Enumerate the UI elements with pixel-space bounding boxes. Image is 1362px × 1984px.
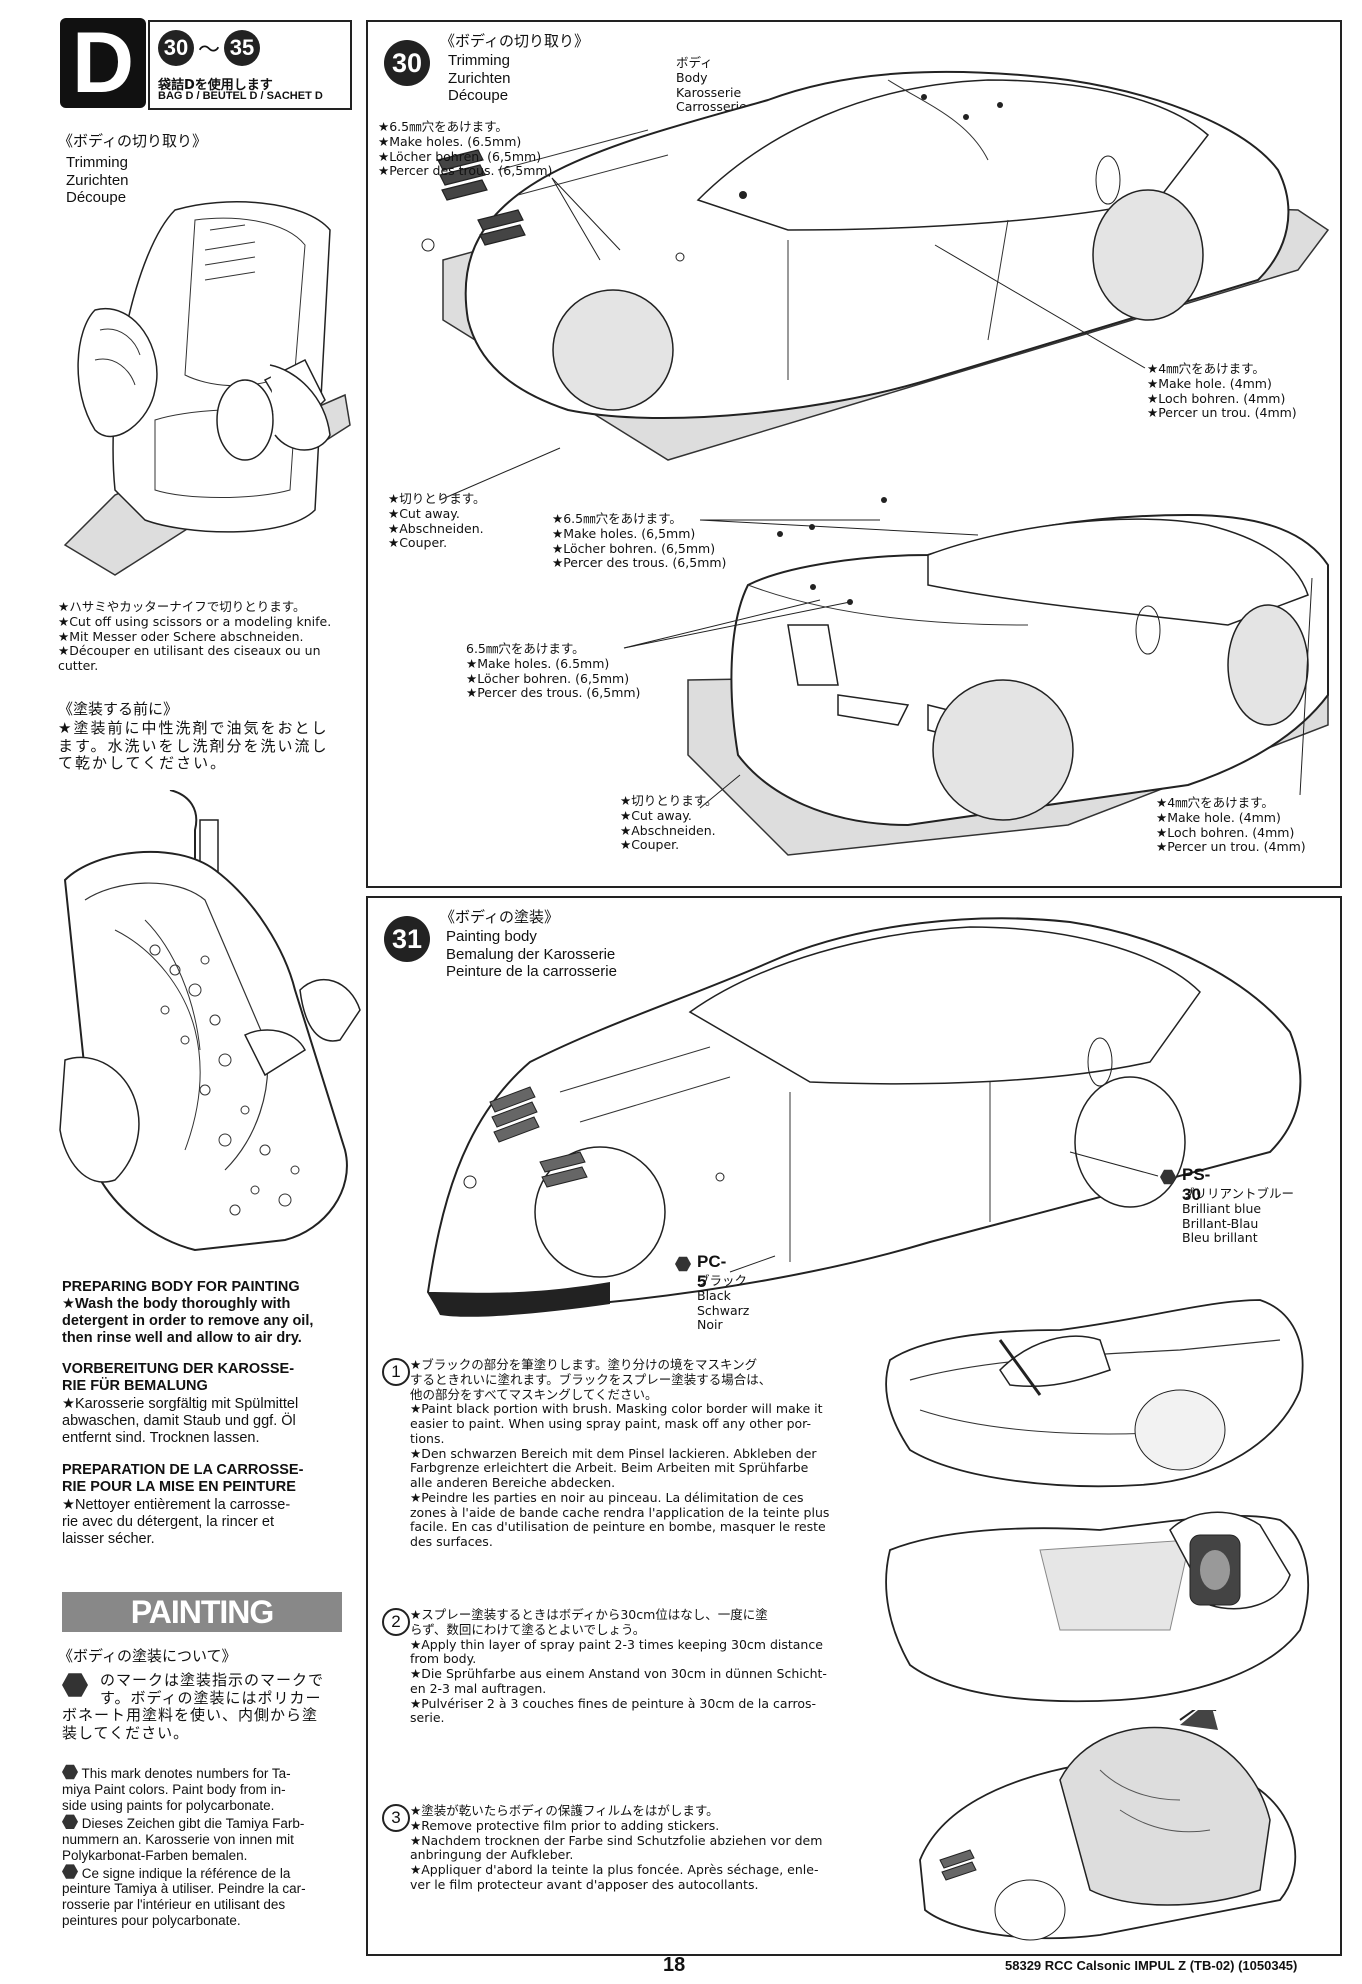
paint-mark-icon-en [62,1764,78,1780]
section-badge: D [60,18,146,108]
left-trimming-title-jp: 《ボディの切り取り》 [58,132,207,150]
step-range-separator: ～ [198,37,221,62]
step30-hole4-a: ★4㎜穴をあけます。★Make hole. (4mm)★Loch bohren.… [1147,361,1297,421]
masking-illustration [880,1280,1320,1500]
step30-title-jp: 《ボディの切り取り》 [440,32,589,50]
bag-label: BAG D / BEUTEL D / SACHET D [158,90,323,102]
step-start-badge: 30 [158,30,194,66]
prep-en-title: PREPARING BODY FOR PAINTING [62,1279,300,1295]
before-paint-title-jp: 《塗装する前に》 [58,700,179,718]
step31-car-illustration [410,912,1310,1317]
step31-panel [366,896,1342,1956]
note3-text: ★塗装が乾いたらボディの保護フィルムをはがします。★Remove protect… [410,1803,823,1892]
note1-text: ★ブラックの部分を筆塗りします。塗り分けの境をマスキングするときれいに塗れます。… [410,1357,830,1549]
step30-holes65-c: 6.5㎜穴をあけます。★Make holes. (6.5mm)★Löcher b… [466,641,641,701]
washing-illustration [55,790,365,1260]
painting-banner: PAINTING [62,1592,342,1632]
step-end-badge: 35 [224,30,261,66]
mark-explanations: This mark denotes numbers for Ta- miya P… [62,1764,306,1929]
remove-film-illustration [900,1710,1320,1950]
pc5-code: PC-5 [697,1252,727,1291]
step30-panel [366,20,1342,888]
model-info: 58329 RCC Calsonic IMPUL Z (TB-02) (1050… [1005,1958,1298,1973]
paint-mark-icon-de [62,1814,78,1829]
pc5-paint-icon [675,1256,691,1272]
step30-car-front-view [421,60,1336,480]
prep-de-title: VORBEREITUNG DER KAROSSE-RIE FÜR BEMALUN… [62,1361,295,1395]
note1-number: 1 [382,1358,410,1386]
ps30-paint-icon [1160,1169,1176,1185]
trimming-illustration [55,190,355,585]
cut-instructions: ★ハサミやカッターナイフで切りとります。 ★Cut off using scis… [58,599,332,673]
page-number: 18 [663,1954,686,1976]
step30-cut-b: ★切りとります。★Cut away.★Abschneiden.★Couper. [620,793,718,853]
spray-illustration [880,1500,1320,1710]
paint-mark-icon [62,1673,88,1697]
step30-badge: 30 [384,40,430,86]
step30-leader-lines [0,0,1362,884]
paint-mark-icon-fr [62,1864,78,1879]
bag-jp-text: 袋詰Dを使用します [158,78,273,93]
step31-title-jp: 《ボディの塗装》 [440,908,559,926]
step30-holes65-a: ★6.5㎜穴をあけます。★Make holes. (6.5mm)★Löcher … [378,119,553,179]
bag-info-box: 30 ～ 35 袋詰Dを使用します BAG D / BEUTEL D / SAC… [148,20,352,110]
step30-hole4-b: ★4㎜穴をあけます。★Make hole. (4mm)★Loch bohren.… [1156,795,1306,855]
before-paint-jp: ★塗装前に中性洗剤で油気をおとします。水洗いをし洗剤分を洗い流して乾かしてくださ… [58,719,329,773]
about-paint-title-jp: 《ボディの塗装について》 [58,1647,237,1665]
about-paint-jp: のマークは塗装指示のマークで す。ボディの塗装にはポリカー ボネート用塗料を使い… [62,1671,325,1743]
step30-cut-a: ★切りとります。★Cut away.★Abschneiden.★Couper. [388,491,486,551]
note3-number: 3 [382,1804,410,1832]
ps30-code: PS-30 [1182,1165,1211,1204]
note2-number: 2 [382,1608,410,1636]
prep-fr-title: PREPARATION DE LA CARROSSE-RIE POUR LA M… [62,1462,304,1496]
note2-text: ★スプレー塗装するときはボディから30cm位はなし、一度に塗らず、数回にわけて塗… [410,1607,827,1726]
step30-car-rear-view [368,497,1336,880]
prep-fr: ★Nettoyer entièrement la carrosse-rie av… [62,1497,291,1548]
step31-badge: 31 [384,916,430,962]
step30-holes65-b: ★6.5㎜穴をあけます。★Make holes. (6,5mm)★Löcher … [552,511,727,571]
